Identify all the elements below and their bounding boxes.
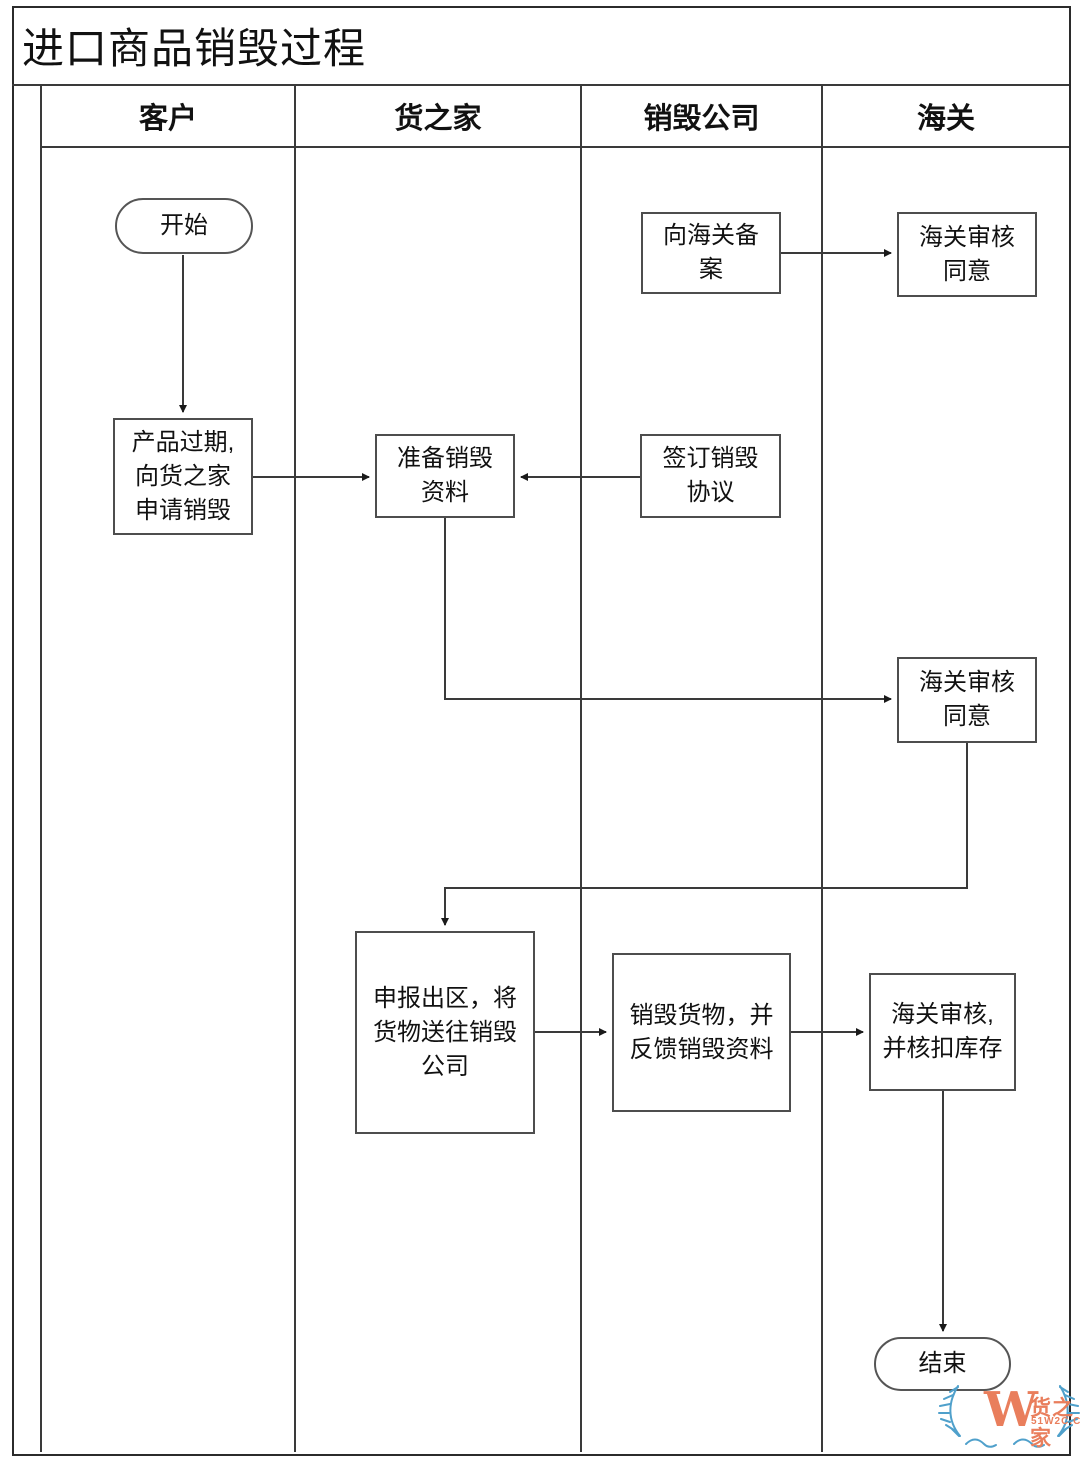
left-strip-divider-line <box>40 84 42 1452</box>
lane-header-customer: 客户 <box>138 103 197 135</box>
watermark-brand-text: 货之家 <box>1030 1397 1074 1450</box>
lane-header-huozhijia: 货之家 <box>394 103 482 135</box>
huozhijia-watermark-logo: W 货之家 51W2C.COM <box>928 1378 1080 1454</box>
node-end: 结束 <box>874 1337 1011 1391</box>
node-register-with-customs: 向海关备 案 <box>641 212 781 294</box>
lane-divider-1 <box>294 84 296 1452</box>
watermark-site-text: 51W2C.COM <box>1031 1416 1080 1427</box>
lane-divider-2 <box>580 84 582 1452</box>
node-destroy-goods-feedback: 销毁货物，并 反馈销毁资料 <box>612 953 791 1112</box>
node-prepare-destruction-docs: 准备销毁 资料 <box>375 434 515 518</box>
node-customs-audit-deduct: 海关审核, 并核扣库存 <box>869 973 1016 1091</box>
node-sign-destruction-agreement: 签订销毁 协议 <box>640 434 781 518</box>
lane-divider-3 <box>821 84 823 1452</box>
node-customs-approve-1: 海关审核 同意 <box>897 212 1037 297</box>
laurel-wreath-icon <box>938 1385 1080 1448</box>
title-divider-line <box>12 84 1069 86</box>
node-start: 开始 <box>115 198 253 254</box>
lane-header-divider-line <box>40 146 1069 148</box>
watermark-letter: W <box>984 1382 1038 1438</box>
lane-header-customs: 海关 <box>916 103 975 135</box>
diagram-outer-frame <box>12 6 1071 1456</box>
node-customs-approve-2: 海关审核 同意 <box>897 657 1037 743</box>
node-product-expired-apply: 产品过期, 向货之家 申请销毁 <box>113 418 253 535</box>
lane-header-destruction-company: 销毁公司 <box>643 103 760 135</box>
node-declare-exit-zone: 申报出区，将 货物送往销毁 公司 <box>355 931 535 1134</box>
page-title: 进口商品销毁过程 <box>22 24 367 72</box>
